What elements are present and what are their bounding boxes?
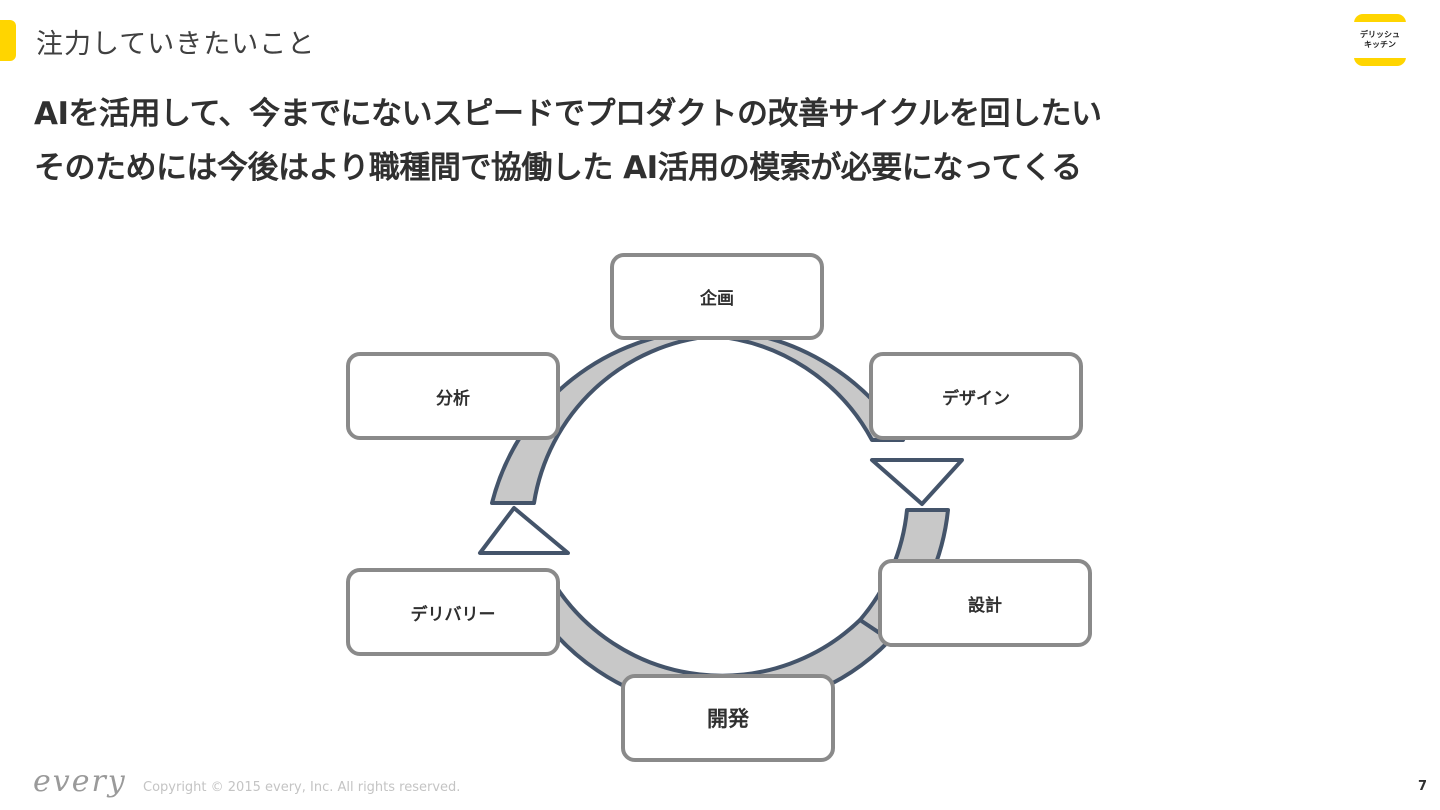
- cycle-node-design: デザイン: [869, 352, 1083, 440]
- delish-kitchen-logo: デリッシュ キッチン: [1354, 14, 1406, 66]
- cycle-node-planning-label: 企画: [700, 289, 734, 309]
- every-logo: every: [33, 764, 127, 799]
- cycle-arrowhead-right-down: [870, 458, 964, 506]
- cycle-node-development-label: 開発: [707, 707, 749, 731]
- cycle-node-architecture-label: 設計: [968, 595, 1002, 616]
- section-title: 注力していきたいこと: [36, 29, 316, 60]
- cycle-node-architecture: 設計: [878, 559, 1092, 647]
- cycle-node-delivery-label: デリバリー: [410, 604, 496, 625]
- copyright-text: Copyright © 2015 every, Inc. All rights …: [143, 780, 461, 795]
- logo-line-2: キッチン: [1364, 40, 1396, 49]
- cycle-node-analysis: 分析: [346, 352, 560, 440]
- headline-line-2: そのためには今後はより職種間で協働した AI活用の模索が必要になってくる: [34, 150, 1082, 186]
- logo-line-1: デリッシュ: [1360, 30, 1400, 39]
- cycle-node-delivery: デリバリー: [346, 568, 560, 656]
- page-number: 7: [1418, 779, 1428, 794]
- logo-text-block: デリッシュ キッチン: [1354, 22, 1406, 58]
- cycle-node-planning: 企画: [610, 253, 824, 340]
- cycle-node-development: 開発: [621, 674, 835, 762]
- cycle-node-design-label: デザイン: [942, 388, 1010, 409]
- cycle-arc-planning-to-design: [711, 328, 905, 442]
- cycle-node-analysis-label: 分析: [436, 388, 470, 409]
- cycle-arrowhead-left-up: [478, 506, 570, 555]
- section-accent-bar: [0, 20, 16, 61]
- headline-line-1: AIを活用して、今までにないスピードでプロダクトの改善サイクルを回したい: [34, 96, 1102, 132]
